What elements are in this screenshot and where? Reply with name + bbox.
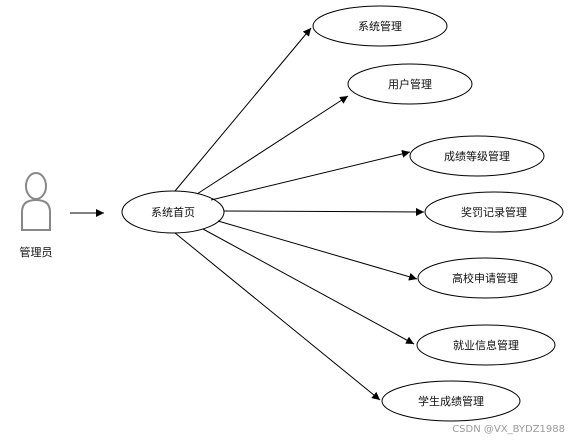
module-label-job: 就业信息管理 [453, 338, 519, 352]
module-ellipse-sys [312, 5, 448, 47]
watermark: CSDN @VX_BYDZ1988 [452, 424, 565, 435]
arrow-to-grade [210, 149, 411, 201]
module-label-reward: 奖罚记录管理 [461, 205, 527, 219]
hub-label: 系统首页 [151, 205, 195, 219]
arrow-to-job [202, 228, 415, 345]
module-label-apply: 高校申请管理 [452, 271, 518, 285]
module-ellipse-apply [417, 257, 553, 299]
arrow-to-sys [174, 27, 312, 192]
actor-user-icon [21, 172, 51, 231]
module-label-sys: 系统管理 [358, 19, 402, 33]
module-label-user: 用户管理 [388, 77, 432, 91]
hub-ellipse [121, 190, 225, 234]
arrow-to-score [174, 232, 381, 401]
module-ellipse-score [381, 380, 521, 422]
module-ellipse-job [416, 324, 556, 366]
module-label-grade: 成绩等级管理 [444, 149, 510, 163]
actor-label: 管理员 [20, 245, 53, 259]
arrow-to-apply [217, 220, 418, 281]
module-label-score: 学生成绩管理 [418, 394, 484, 408]
module-ellipse-grade [409, 135, 545, 177]
arrow-to-reward [223, 207, 425, 216]
module-ellipse-reward [424, 191, 564, 233]
arrow-to-user [196, 95, 349, 195]
module-ellipse-user [347, 63, 473, 105]
